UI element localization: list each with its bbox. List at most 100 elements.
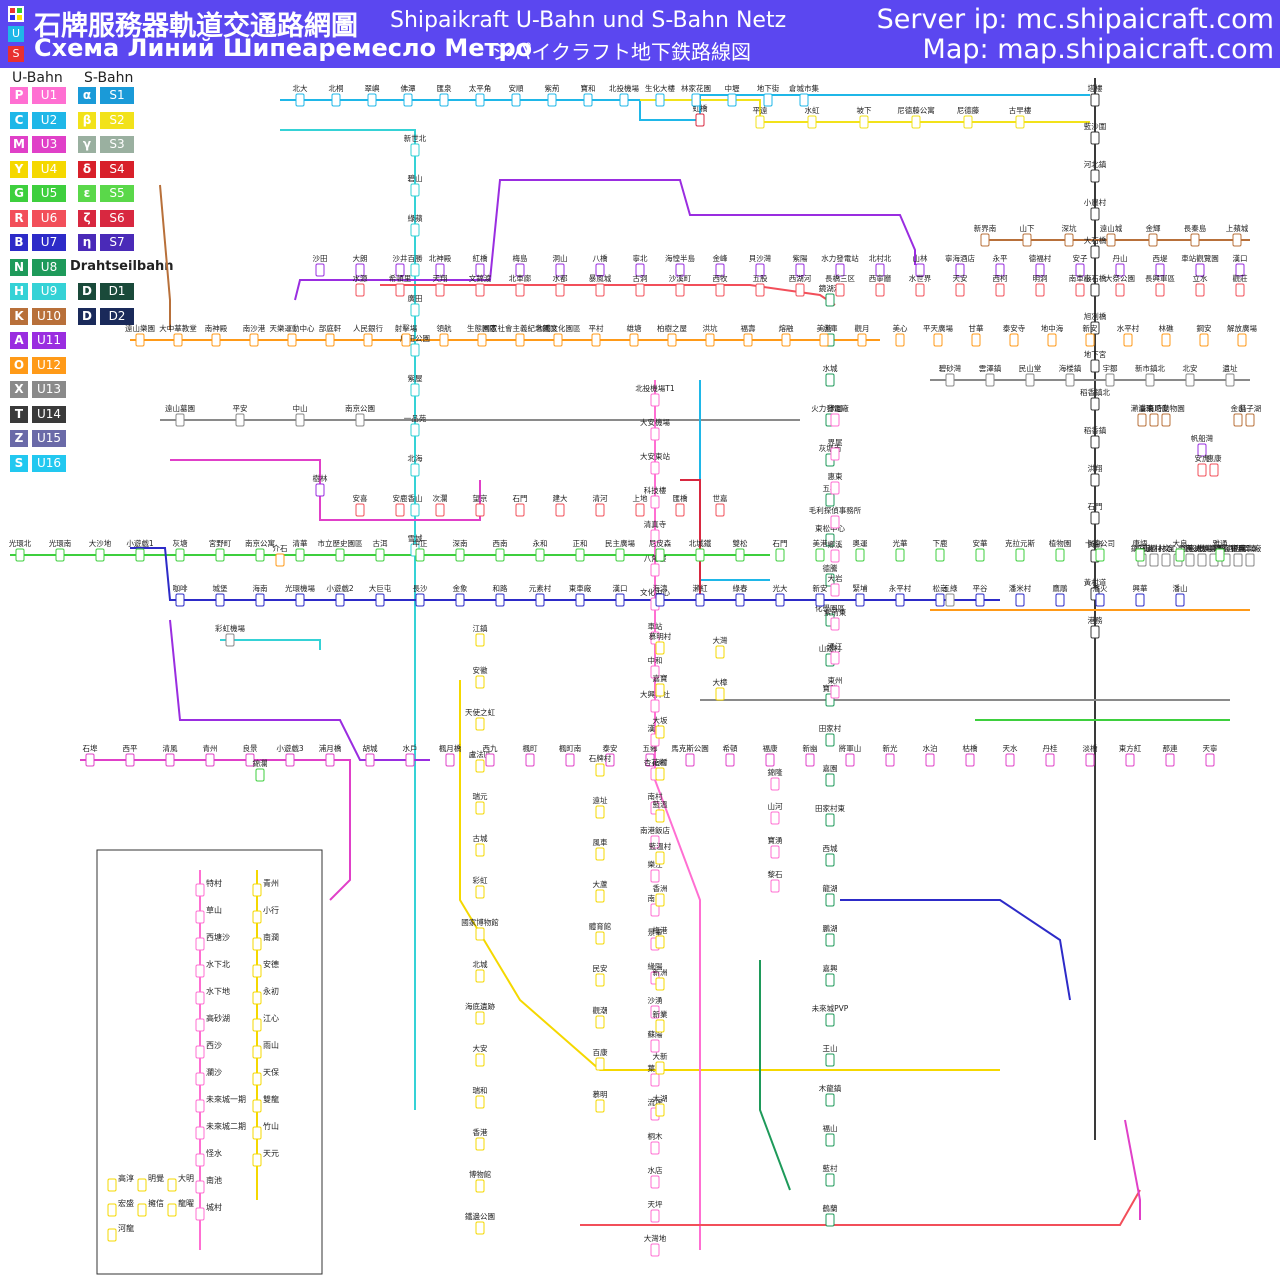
station-marker[interactable] <box>715 283 725 297</box>
station[interactable]: 大新 <box>653 1051 668 1075</box>
station[interactable]: 東州 <box>828 675 843 699</box>
inset-left-station-marker[interactable] <box>195 937 205 951</box>
station-marker[interactable] <box>1197 443 1207 457</box>
station-marker[interactable] <box>650 1243 660 1257</box>
station[interactable]: 平天廣場 <box>923 323 953 347</box>
station-marker[interactable] <box>963 115 973 129</box>
station[interactable]: 永平 <box>993 253 1008 277</box>
inset-right-station-marker[interactable] <box>252 1072 262 1086</box>
station-marker[interactable] <box>655 93 665 107</box>
station-marker[interactable] <box>1035 263 1045 277</box>
station[interactable]: 金象 <box>453 583 468 607</box>
station[interactable]: 東車廠 <box>569 583 592 607</box>
station-marker[interactable] <box>355 413 365 427</box>
station[interactable]: 北投機場 <box>609 83 639 107</box>
station[interactable]: 林邊 <box>1159 543 1175 567</box>
station-marker[interactable] <box>55 548 65 562</box>
station[interactable]: 淡橋 <box>1083 743 1099 767</box>
station[interactable]: 鋼安 <box>1197 323 1213 347</box>
station[interactable]: 大安機場 <box>640 417 670 441</box>
station-marker[interactable] <box>475 801 485 815</box>
station-marker[interactable] <box>445 753 455 767</box>
station-marker[interactable] <box>1009 333 1019 347</box>
station[interactable]: 大坂 <box>653 715 668 739</box>
station[interactable]: 山下 <box>1020 223 1036 247</box>
inset-bottom-station-marker[interactable] <box>107 1178 117 1192</box>
station[interactable]: 寧海酒店 <box>945 253 975 277</box>
station[interactable]: 一品苑 <box>404 413 427 437</box>
station[interactable]: 新幽 <box>803 743 818 767</box>
station[interactable]: 鷹鵰 <box>1053 583 1069 607</box>
station-marker[interactable] <box>770 845 780 859</box>
station[interactable]: 永和 <box>533 538 548 562</box>
station-marker[interactable] <box>825 933 835 947</box>
station[interactable]: 綠春 <box>733 583 748 607</box>
station-marker[interactable] <box>475 1011 485 1025</box>
station[interactable]: 光環北 <box>9 538 32 562</box>
station-marker[interactable] <box>825 1213 835 1227</box>
station[interactable]: 永平村 <box>889 583 912 607</box>
station-marker[interactable] <box>635 503 645 517</box>
station[interactable]: 國家社會主義紀念園區 <box>483 323 558 347</box>
station-marker[interactable] <box>615 548 625 562</box>
station[interactable]: 希頓里 <box>389 273 412 297</box>
station-marker[interactable] <box>475 633 485 647</box>
station-marker[interactable] <box>1090 169 1100 183</box>
station-marker[interactable] <box>819 333 829 347</box>
inset-left-station-marker[interactable] <box>195 1126 205 1140</box>
station[interactable]: 南港飯店 <box>640 825 670 849</box>
station-marker[interactable] <box>1145 373 1155 387</box>
station-marker[interactable] <box>650 699 660 713</box>
station[interactable]: 建大 <box>553 493 568 517</box>
station-marker[interactable] <box>410 503 420 517</box>
station-marker[interactable] <box>635 283 645 297</box>
station-marker[interactable] <box>125 753 135 767</box>
station-marker[interactable] <box>650 495 660 509</box>
station[interactable]: 天寧 <box>1203 743 1218 767</box>
station-marker[interactable] <box>401 333 411 347</box>
station-marker[interactable] <box>495 548 505 562</box>
station-marker[interactable] <box>775 593 785 607</box>
station-marker[interactable] <box>695 593 705 607</box>
station-marker[interactable] <box>1090 511 1100 525</box>
station-marker[interactable] <box>575 593 585 607</box>
station[interactable]: 人民銀行 <box>353 323 383 347</box>
station-marker[interactable] <box>1175 548 1185 562</box>
station[interactable]: 石門 <box>513 494 528 517</box>
station-marker[interactable] <box>735 593 745 607</box>
station[interactable]: 車站 <box>648 621 663 645</box>
station-marker[interactable] <box>655 1019 665 1033</box>
station[interactable]: 中壢 <box>725 83 740 107</box>
station-marker[interactable] <box>375 548 385 562</box>
station[interactable]: 體育館 <box>589 921 612 945</box>
station-marker[interactable] <box>825 853 835 867</box>
station-marker[interactable] <box>825 1093 835 1107</box>
station[interactable]: 古洱 <box>373 538 388 562</box>
station[interactable]: 水城 <box>823 363 838 387</box>
station[interactable]: 山河 <box>768 801 783 825</box>
inset-left-station-marker[interactable] <box>195 1153 205 1167</box>
station-marker[interactable] <box>925 753 935 767</box>
station-marker[interactable] <box>615 593 625 607</box>
station[interactable]: 沙井 <box>393 253 408 277</box>
station-marker[interactable] <box>1155 263 1165 277</box>
station[interactable]: 海南 <box>253 583 268 607</box>
station[interactable]: 碧山 <box>408 173 423 197</box>
station-marker[interactable] <box>475 1095 485 1109</box>
station[interactable]: 西柯 <box>993 273 1008 297</box>
station-marker[interactable] <box>475 283 485 297</box>
station-marker[interactable] <box>1090 359 1100 373</box>
station[interactable]: 解放廣場 <box>1227 323 1257 347</box>
station[interactable]: 古早樓 <box>1009 105 1032 129</box>
station[interactable]: 楓町南 <box>559 743 582 767</box>
station-marker[interactable] <box>845 753 855 767</box>
inset-left-station-marker[interactable] <box>195 991 205 1005</box>
station-marker[interactable] <box>455 593 465 607</box>
station-marker[interactable] <box>595 1057 605 1071</box>
station[interactable]: 石門 <box>773 539 788 562</box>
station-marker[interactable] <box>1161 413 1171 427</box>
station-marker[interactable] <box>410 463 420 477</box>
station-marker[interactable] <box>1161 333 1171 347</box>
station-marker[interactable] <box>95 548 105 562</box>
station-marker[interactable] <box>475 1221 485 1235</box>
